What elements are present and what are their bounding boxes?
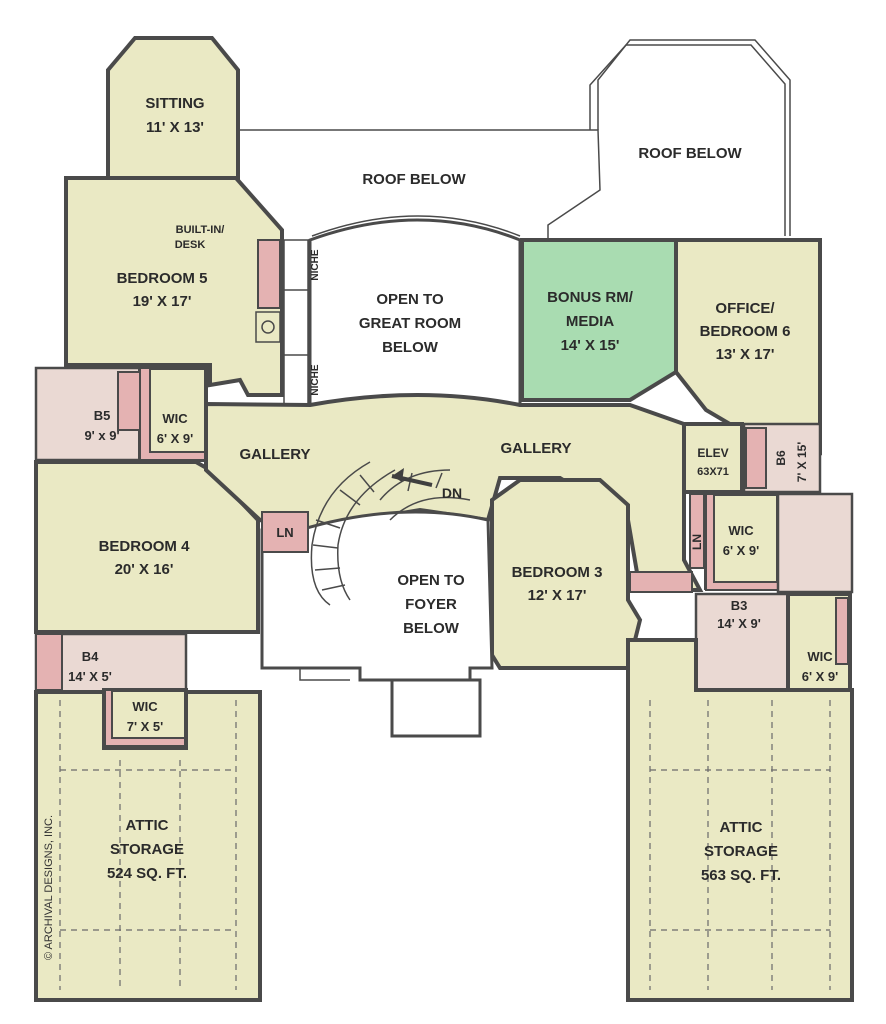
wic6-closet [704,492,780,590]
attic-right-line3: 563 SQ. FT. [701,867,781,884]
wic5-name: WIC [162,411,188,426]
gallery-left: GALLERY [239,446,310,463]
bedroom4-name: BEDROOM 4 [99,538,191,555]
sitting-name: SITTING [145,95,204,112]
bedroom5-area [64,176,284,397]
elev-name: ELEV [697,446,728,460]
b5-size: 9' x 9' [84,428,119,443]
open-great-room-line3: BELOW [382,339,439,356]
wic4-size: 7' X 5' [127,719,164,734]
wic3-size: 6' X 9' [802,669,839,684]
attic-right-line1: ATTIC [719,819,762,836]
attic-right-area [626,638,854,1002]
b6-name: B6 [774,450,788,466]
attic-right-line2: STORAGE [704,843,778,860]
credit-text: © ARCHIVAL DESIGNS, INC. [43,815,55,960]
bonus-line3: 14' X 15' [561,337,620,354]
bedroom3-name: BEDROOM 3 [512,564,603,581]
builtin-desk-line1: BUILT-IN/ [176,224,225,236]
bonus-line1: BONUS RM/ [547,289,634,306]
elevator-box [682,422,744,494]
left-wing [34,36,284,1002]
bedroom4-size: 20' X 16' [115,561,174,578]
open-great-room-line2: GREAT ROOM [359,315,461,332]
b3-name: B3 [731,598,748,613]
linen-left-label: LN [276,525,293,540]
room-labels: SITTING 11' X 13' ROOF BELOW ROOF BELOW … [43,95,838,960]
roof-below-center: ROOF BELOW [362,171,466,188]
bedroom3-area [490,478,643,670]
elev-size: 63X71 [697,466,729,478]
open-foyer [260,510,494,738]
niche-bottom: NICHE [310,364,321,395]
office-line3: 13' X 17' [716,346,775,363]
sitting-size: 11' X 13' [146,119,204,136]
gallery-right: GALLERY [500,440,571,457]
b6-size: 7' X 15' [795,442,809,483]
b4-name: B4 [82,649,99,664]
linen-right-label: LN [690,534,704,550]
wic4-name: WIC [132,699,158,714]
builtin-desk-line2: DESK [175,239,206,251]
wic6-size: 6' X 9' [723,543,760,558]
office-line1: OFFICE/ [715,300,775,317]
attic-left-line1: ATTIC [125,817,168,834]
niche-top: NICHE [310,249,321,280]
attic-left-line2: STORAGE [110,841,184,858]
bedroom5-size: 19' X 17' [133,293,192,310]
b3-size: 14' X 9' [717,616,761,631]
bonus-room [520,238,678,402]
attic-left-area [34,690,262,1002]
b5-name: B5 [94,408,111,423]
b4-size: 14' X 5' [68,669,112,684]
bedroom3-size: 12' X 17' [528,587,587,604]
attic-left-line3: 524 SQ. FT. [107,865,187,882]
wic3-name: WIC [807,649,833,664]
open-great-room-line1: OPEN TO [376,291,444,308]
roof-outlines [238,39,791,238]
right-wing [204,238,854,1002]
bedroom5-name: BEDROOM 5 [117,270,208,287]
office-line2: BEDROOM 6 [700,323,791,340]
roof-below-right: ROOF BELOW [638,145,742,162]
stair-dn-label: DN [442,485,462,501]
wic6-name: WIC [728,523,754,538]
open-foyer-line1: OPEN TO [397,572,465,589]
open-foyer-line3: BELOW [403,620,460,637]
bonus-line2: MEDIA [566,313,615,330]
linen-left [261,511,309,553]
open-foyer-line2: FOYER [405,596,457,613]
wic5-size: 6' X 9' [157,431,194,446]
staircase [310,461,471,606]
